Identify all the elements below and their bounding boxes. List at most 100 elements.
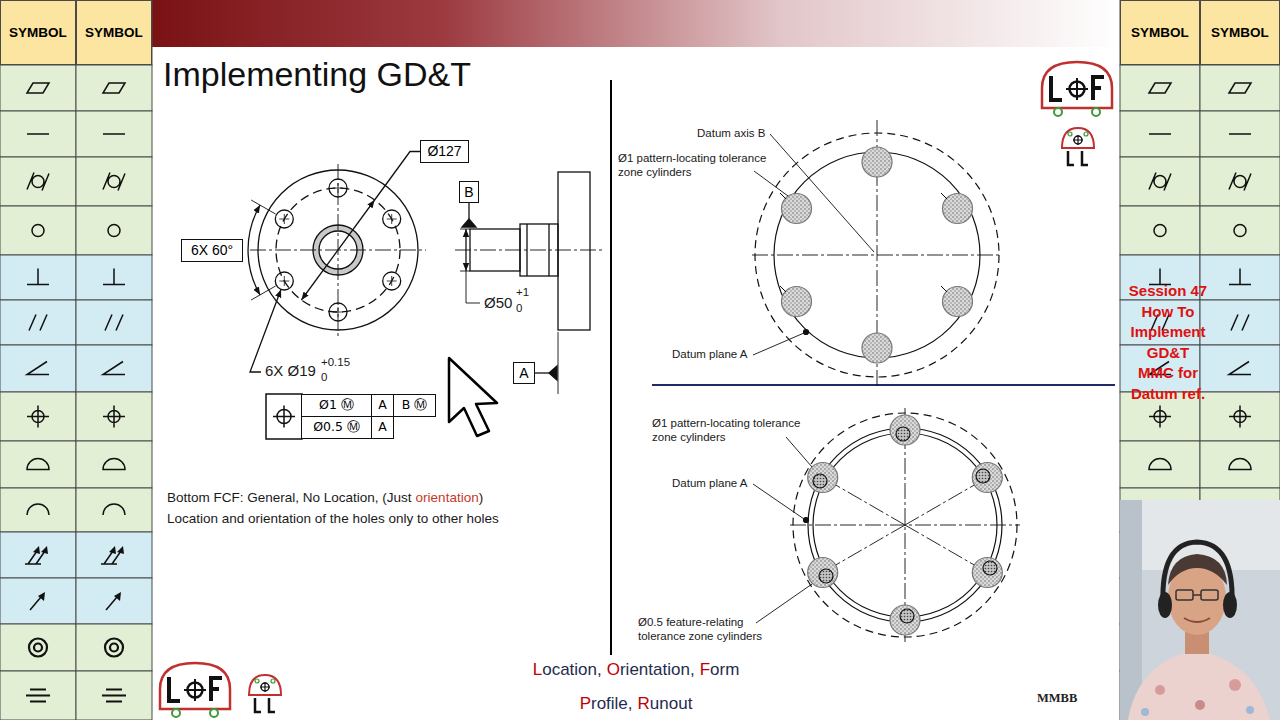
pattern-zone-figure bbox=[752, 120, 1002, 388]
feature-zone-figure-part bbox=[756, 584, 812, 623]
note-text: Bottom FCF: General, No Location, (Just bbox=[167, 490, 412, 507]
gdt-symbol bbox=[1149, 83, 1171, 93]
feature-zone-figure-part bbox=[804, 518, 809, 523]
node-text: A bbox=[519, 365, 528, 381]
pattern-zone-figure-part bbox=[862, 147, 892, 177]
gdt-symbol bbox=[1229, 83, 1251, 93]
gdt-symbol bbox=[1229, 362, 1251, 375]
webcam-picture-part bbox=[1128, 650, 1270, 720]
gdt-symbol bbox=[105, 315, 123, 331]
symbol-cell bbox=[1120, 206, 1200, 255]
callout-label: Ø0.5 feature-relating tolerance zone cyl… bbox=[638, 615, 788, 644]
feature-zone-figure-part bbox=[790, 408, 1020, 642]
logo-part bbox=[1042, 62, 1112, 116]
symbol-cell bbox=[76, 345, 152, 392]
note-text: ) bbox=[479, 490, 484, 507]
webcam-picture-part bbox=[1184, 618, 1210, 622]
feature-zone-figure bbox=[753, 408, 1020, 642]
dimension-text: Ø50 bbox=[484, 294, 512, 313]
gdt-symbol bbox=[27, 406, 49, 428]
symbol-cell bbox=[1200, 157, 1280, 206]
gdt-symbol bbox=[103, 133, 125, 135]
session-caption: Session 47 How To Implement GD&T MMC for… bbox=[1128, 281, 1208, 404]
divider-line bbox=[611, 80, 1115, 655]
symbol-cell bbox=[1200, 206, 1280, 255]
feature-zone-figure-part bbox=[813, 474, 827, 488]
feature-zone-figure-part bbox=[972, 463, 1002, 493]
symbol-cell bbox=[0, 206, 76, 255]
symbol-cell bbox=[1200, 345, 1280, 392]
gdt-symbol bbox=[105, 639, 123, 657]
gdt-symbol bbox=[29, 639, 47, 657]
column-header: SYMBOL bbox=[0, 0, 76, 65]
webcam-picture-part bbox=[1158, 592, 1172, 618]
pattern-zone-figure-part bbox=[943, 194, 973, 224]
symbol-cell bbox=[0, 65, 76, 111]
pattern-zone-figure-part bbox=[752, 120, 1002, 388]
symbol-cell bbox=[76, 111, 152, 157]
top-banner bbox=[152, 0, 1120, 47]
gdt-symbol bbox=[1149, 173, 1171, 191]
note-highlight: orientation bbox=[416, 490, 479, 507]
symbol-cell bbox=[0, 488, 76, 532]
symbol-cell bbox=[0, 441, 76, 488]
basic-dimension-box: Ø127 bbox=[420, 140, 469, 163]
fcf-cell: Ø1 Ⓜ bbox=[301, 394, 372, 417]
symbol-cell bbox=[76, 392, 152, 441]
feature-zone-figure-part bbox=[900, 609, 914, 623]
gdt-symbol bbox=[27, 362, 49, 375]
gdt-symbol bbox=[1231, 315, 1249, 331]
footer-keyword: Profile, bbox=[580, 693, 633, 714]
symbol-cell bbox=[1200, 300, 1280, 345]
symbol-cell bbox=[0, 345, 76, 392]
slide-title: Implementing GD&T bbox=[163, 55, 471, 94]
gdt-symbol bbox=[1154, 225, 1166, 237]
feature-control-frame-part bbox=[266, 394, 302, 439]
gdt-symbol bbox=[1229, 459, 1251, 470]
webcam-picture-part bbox=[1176, 590, 1193, 600]
pattern-zone-figure-part bbox=[804, 330, 809, 335]
logo-part bbox=[160, 663, 230, 717]
symbol-cell bbox=[0, 255, 76, 300]
flange-side-view-part bbox=[558, 332, 559, 394]
flange-front-view-part bbox=[248, 205, 260, 295]
mouse-cursor-part bbox=[449, 358, 497, 436]
dimension-text: 6X Ø19 bbox=[265, 362, 316, 381]
feature-zone-figure-part bbox=[753, 484, 804, 519]
webcam-picture-part bbox=[1229, 679, 1241, 691]
flange-side-view-part bbox=[535, 372, 550, 373]
gdt-symbol bbox=[102, 690, 126, 702]
feature-zone-figure-part bbox=[810, 470, 1001, 580]
symbol-cell bbox=[76, 578, 152, 624]
pattern-zone-figure-part bbox=[770, 134, 874, 252]
pattern-zone-figure-part bbox=[754, 171, 788, 196]
webcam-picture-part bbox=[1163, 542, 1232, 603]
symbol-cell bbox=[1120, 65, 1200, 111]
node-text: Ø1 Ⓜ bbox=[319, 398, 354, 412]
symbol-cell bbox=[1200, 111, 1280, 157]
node-text: A bbox=[378, 420, 387, 434]
webcam-picture bbox=[1120, 500, 1280, 720]
tolerance-lower: 0 bbox=[321, 370, 327, 384]
gdt-symbol bbox=[1149, 133, 1171, 135]
symbol-cell bbox=[0, 671, 76, 720]
flange-side-view-part bbox=[460, 229, 470, 271]
callout-label: Datum plane A bbox=[672, 476, 747, 490]
callout-label: Datum plane A bbox=[672, 347, 747, 361]
pattern-zone-figure-part bbox=[943, 287, 973, 317]
pattern-zone-figure-part bbox=[753, 333, 804, 355]
tolerance-upper: +1 bbox=[516, 285, 529, 299]
symbol-cell bbox=[0, 578, 76, 624]
footer-keyword: Orientation, bbox=[607, 659, 695, 680]
column-header: SYMBOL bbox=[76, 0, 152, 65]
symbol-cell bbox=[1120, 111, 1200, 157]
basic-dimension-box: 6X 60° bbox=[181, 239, 243, 262]
flange-side-view-part bbox=[462, 219, 476, 227]
symbol-cell bbox=[76, 206, 152, 255]
callout-label: Ø1 pattern-locating tolerance zone cylin… bbox=[618, 151, 768, 180]
gdt-symbol bbox=[103, 173, 125, 191]
node-text: B Ⓜ bbox=[402, 398, 428, 412]
feature-zone-figure-part bbox=[972, 558, 1002, 588]
